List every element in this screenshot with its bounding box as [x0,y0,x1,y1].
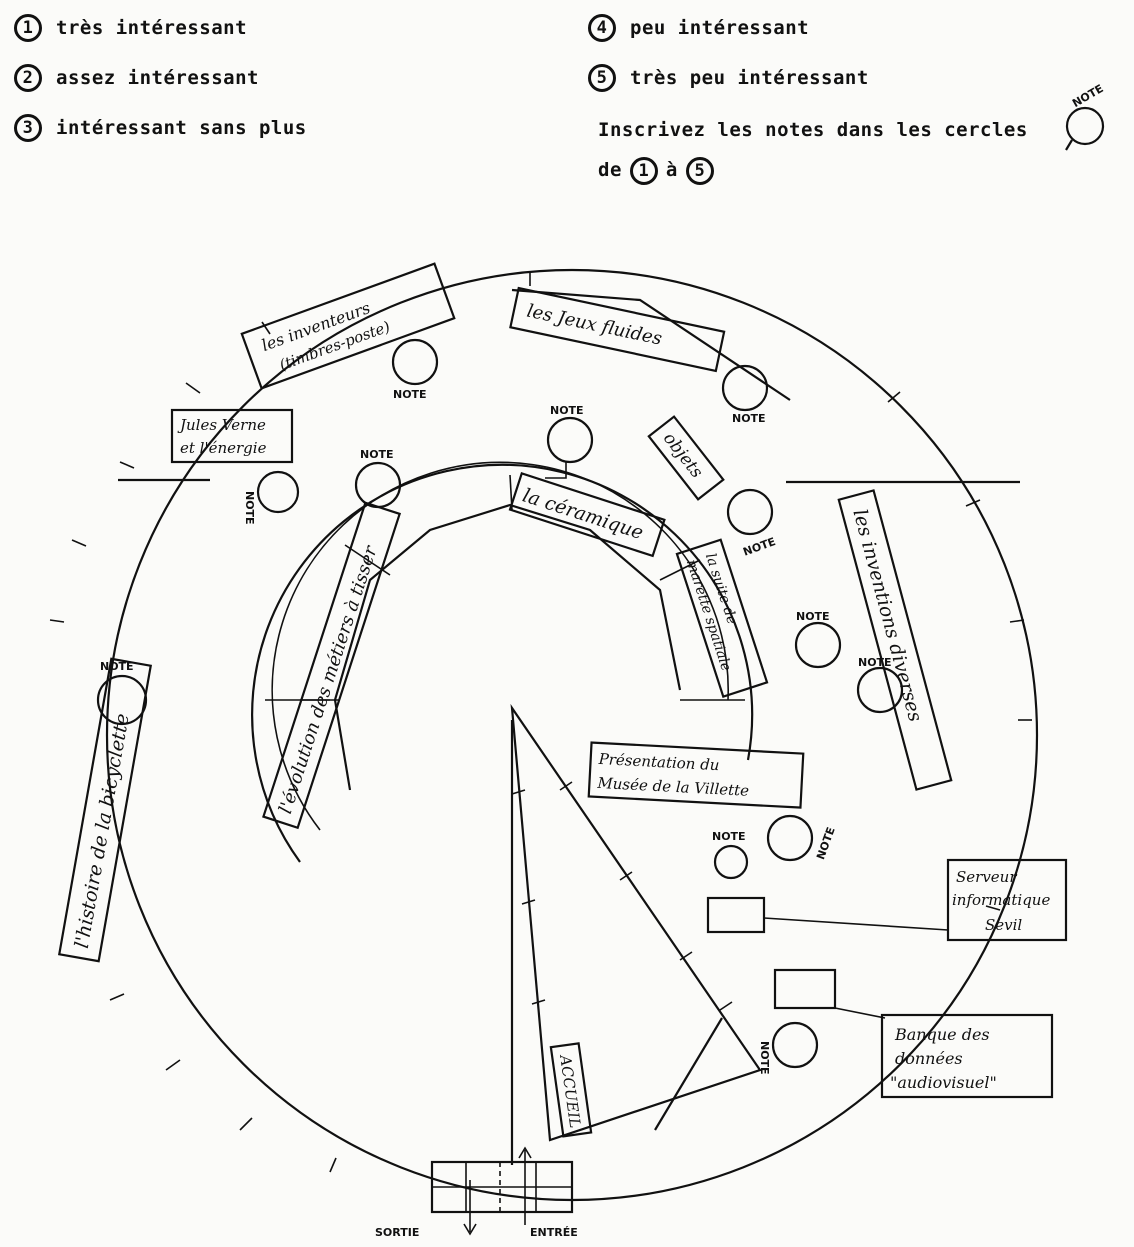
note-label-bicyclette: NOTE [100,660,134,673]
note-label-ceramique: NOTE [550,404,584,417]
entree-label: ENTRÉE [530,1226,578,1239]
instruction-line-1: Inscrivez les notes dans les cercles [598,119,1028,141]
svg-text:et l'énergie: et l'énergie [180,439,267,457]
legend-label-2: assez intéressant [56,67,259,89]
label-bicyclette: l'histoire de la bicyclette [57,657,153,963]
note-circle-objets[interactable] [726,488,774,536]
rating-from-icon: 1 [629,156,658,185]
rating-to-icon: 5 [685,156,714,185]
inner-ring [251,461,754,863]
label-jules-verne: Jules Verne et l'énergie [170,408,294,464]
label-banque: Banque des données "audiovisuel" [880,1013,1054,1099]
note-circle-inventions[interactable] [856,666,904,714]
note-label-jeux-fluides: NOTE [732,412,766,425]
rating-4-icon: 4 [588,14,616,42]
svg-text:informatique: informatique [952,891,1050,909]
note-circle-banque[interactable] [771,1021,819,1069]
svg-text:Banque des: Banque des [894,1025,990,1044]
rating-3-icon: 3 [14,114,42,142]
legend-label-4: peu intéressant [630,17,810,39]
note-label-serveur: NOTE [712,830,746,843]
note-label-objets: NOTE [741,535,777,559]
note-label-jules-verne: NOTE [243,491,256,525]
note-circle-bicyclette[interactable] [96,674,148,726]
note-label-banque: NOTE [758,1041,771,1075]
rating-2-icon: 2 [14,64,42,92]
legend-item-1: 1 très intéressant [14,14,247,42]
label-objets: objets [647,415,725,501]
note-circle-jules-verne[interactable] [256,470,300,514]
legend-item-5: 5 très peu intéressant [588,64,869,92]
note-circle-metiers[interactable] [354,461,402,509]
svg-text:objets: objets [659,429,707,483]
label-jeux-fluides: les Jeux fluides [509,286,726,373]
label-suite-spatiale: la suite de marette spatiale [675,538,769,698]
note-sample-icon: NOTE [1065,82,1106,151]
legend-item-2: 2 assez intéressant [14,64,259,92]
note-label-inventeurs: NOTE [393,388,427,401]
note-circle-ceramique[interactable] [546,416,594,464]
entrance-block [430,1146,574,1236]
note-circle-inventeurs[interactable] [391,338,439,386]
note-label-presentation: NOTE [814,825,838,861]
svg-text:Jules Verne: Jules Verne [177,416,266,434]
svg-text:données: données [895,1049,963,1068]
terminal-banque-icon [773,968,837,1010]
central-corridor [510,703,762,1142]
svg-text:Sevil: Sevil [985,916,1022,934]
note-label-metiers: NOTE [360,448,394,461]
label-ceramique: la céramique [508,472,666,558]
terminal-serveur-icon [706,896,766,934]
corridor-ticks [511,781,733,1011]
partition-southeast [654,1017,723,1131]
svg-text:Musée de la Villette: Musée de la Villette [596,774,750,800]
legend-label-3: intéressant sans plus [56,117,307,139]
svg-text:NOTE: NOTE [1070,82,1106,110]
label-metiers-a-tisser: l'évolution des métiers à tisser [262,501,402,830]
note-circle-jeux-fluides[interactable] [721,364,769,412]
label-inventeurs: les inventeurs (timbres-poste) [240,262,456,390]
note-circle-presentation[interactable] [766,814,814,862]
label-serveur: Serveur informatique Sevil [946,858,1068,942]
svg-text:Présentation du: Présentation du [597,750,720,774]
svg-text:Serveur: Serveur [956,868,1017,886]
accueil-box: ACCUEIL [549,1042,593,1138]
note-label-inventions: NOTE [858,656,892,669]
svg-text:les Jeux fluides: les Jeux fluides [525,301,664,350]
rating-1-icon: 1 [14,14,42,42]
wall-ticks [49,272,1032,1173]
legend-item-3: 3 intéressant sans plus [14,114,307,142]
legend-label-1: très intéressant [56,17,248,39]
sortie-label: SORTIE [375,1226,419,1239]
note-label-suite: NOTE [796,610,830,623]
svg-text:l'évolution des métiers à tiss: l'évolution des métiers à tisser [275,542,382,816]
note-circle-suite[interactable] [794,621,842,669]
legend-item-4: 4 peu intéressant [588,14,809,42]
note-circle-serveur[interactable] [713,844,749,880]
rating-5-icon: 5 [588,64,616,92]
legend-label-5: très peu intéressant [630,67,869,89]
svg-text:"audiovisuel": "audiovisuel" [890,1073,997,1092]
label-presentation: Présentation du Musée de la Villette [587,741,805,809]
label-inventions-diverses: les inventions diverses [837,489,953,791]
